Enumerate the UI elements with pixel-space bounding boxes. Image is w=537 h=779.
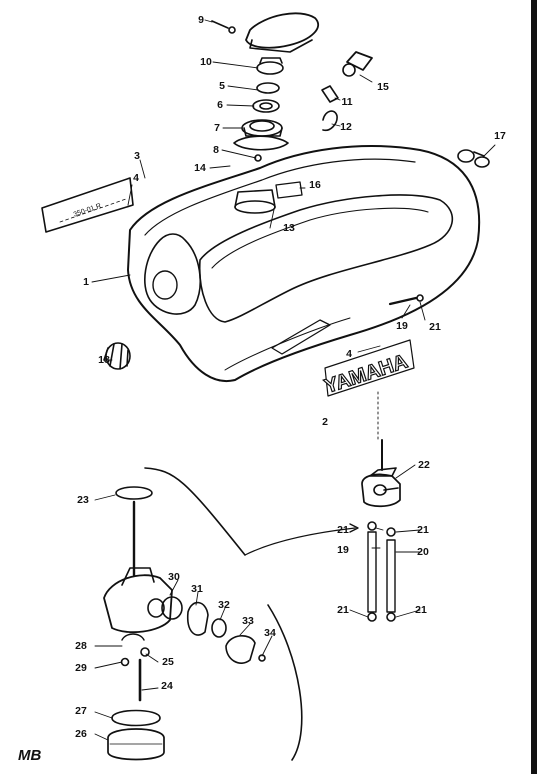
part-label-13: 13 — [283, 221, 295, 234]
part-label-6: 6 — [217, 98, 223, 111]
tank-cap-assembly — [233, 12, 320, 162]
part-label-1: 1 — [83, 275, 89, 288]
part-label-19a: 19 — [396, 319, 408, 332]
part-label-21b: 21 — [337, 523, 349, 536]
filler-neck — [234, 181, 303, 214]
fuel-tank — [127, 145, 481, 383]
fitting-17 — [457, 149, 490, 168]
part-label-25: 25 — [162, 655, 174, 668]
petcock-22 — [361, 439, 401, 508]
right-border — [531, 0, 537, 774]
tank-pipe-19 — [388, 294, 424, 306]
side-emblem — [41, 177, 134, 233]
tank-badge-outline — [324, 339, 415, 397]
leader-lines — [91, 19, 496, 741]
fuel-pipes-right — [367, 521, 396, 622]
part-label-18: 18 — [98, 353, 110, 366]
part-label-24: 24 — [161, 679, 173, 692]
part-label-26: 26 — [75, 727, 87, 740]
part-label-12: 12 — [340, 120, 352, 133]
part-label-10: 10 — [200, 55, 212, 68]
part-label-9: 9 — [198, 13, 204, 26]
part-label-27: 27 — [75, 704, 87, 717]
part-label-5: 5 — [219, 79, 225, 92]
part-label-17: 17 — [494, 129, 506, 142]
part-label-2: 2 — [322, 415, 328, 428]
indicator-arc — [144, 467, 359, 761]
part-label-15: 15 — [377, 80, 389, 93]
part-label-34: 34 — [264, 626, 276, 639]
part-label-22: 22 — [418, 458, 430, 471]
part-label-32: 32 — [218, 598, 230, 611]
part-label-29: 29 — [75, 661, 87, 674]
part-label-30: 30 — [168, 570, 180, 583]
part-label-23: 23 — [77, 493, 89, 506]
part-label-4a: 4 — [133, 171, 139, 184]
breather-parts — [321, 51, 373, 132]
knurled-cap — [103, 342, 131, 370]
part-label-28: 28 — [75, 639, 87, 652]
part-label-11: 11 — [341, 95, 353, 108]
part-label-20: 20 — [417, 545, 429, 558]
part-label-7: 7 — [214, 121, 220, 134]
part-label-3: 3 — [134, 149, 140, 162]
screw-9 — [211, 20, 236, 34]
part-label-21e: 21 — [415, 603, 427, 616]
tank-badge-text: YAMAHA — [322, 351, 411, 398]
part-label-21c: 21 — [417, 523, 429, 536]
part-label-4b: 4 — [346, 347, 352, 360]
part-label-31: 31 — [191, 582, 203, 595]
part-label-8: 8 — [213, 143, 219, 156]
part-label-33: 33 — [242, 614, 254, 627]
part-label-19b: 19 — [337, 543, 349, 556]
part-label-21d: 21 — [337, 603, 349, 616]
part-label-21a: 21 — [429, 320, 441, 333]
part-label-14: 14 — [194, 161, 206, 174]
petcock-exploded — [103, 486, 266, 761]
corner-mark: MB — [18, 747, 41, 764]
part-label-16: 16 — [309, 178, 321, 191]
